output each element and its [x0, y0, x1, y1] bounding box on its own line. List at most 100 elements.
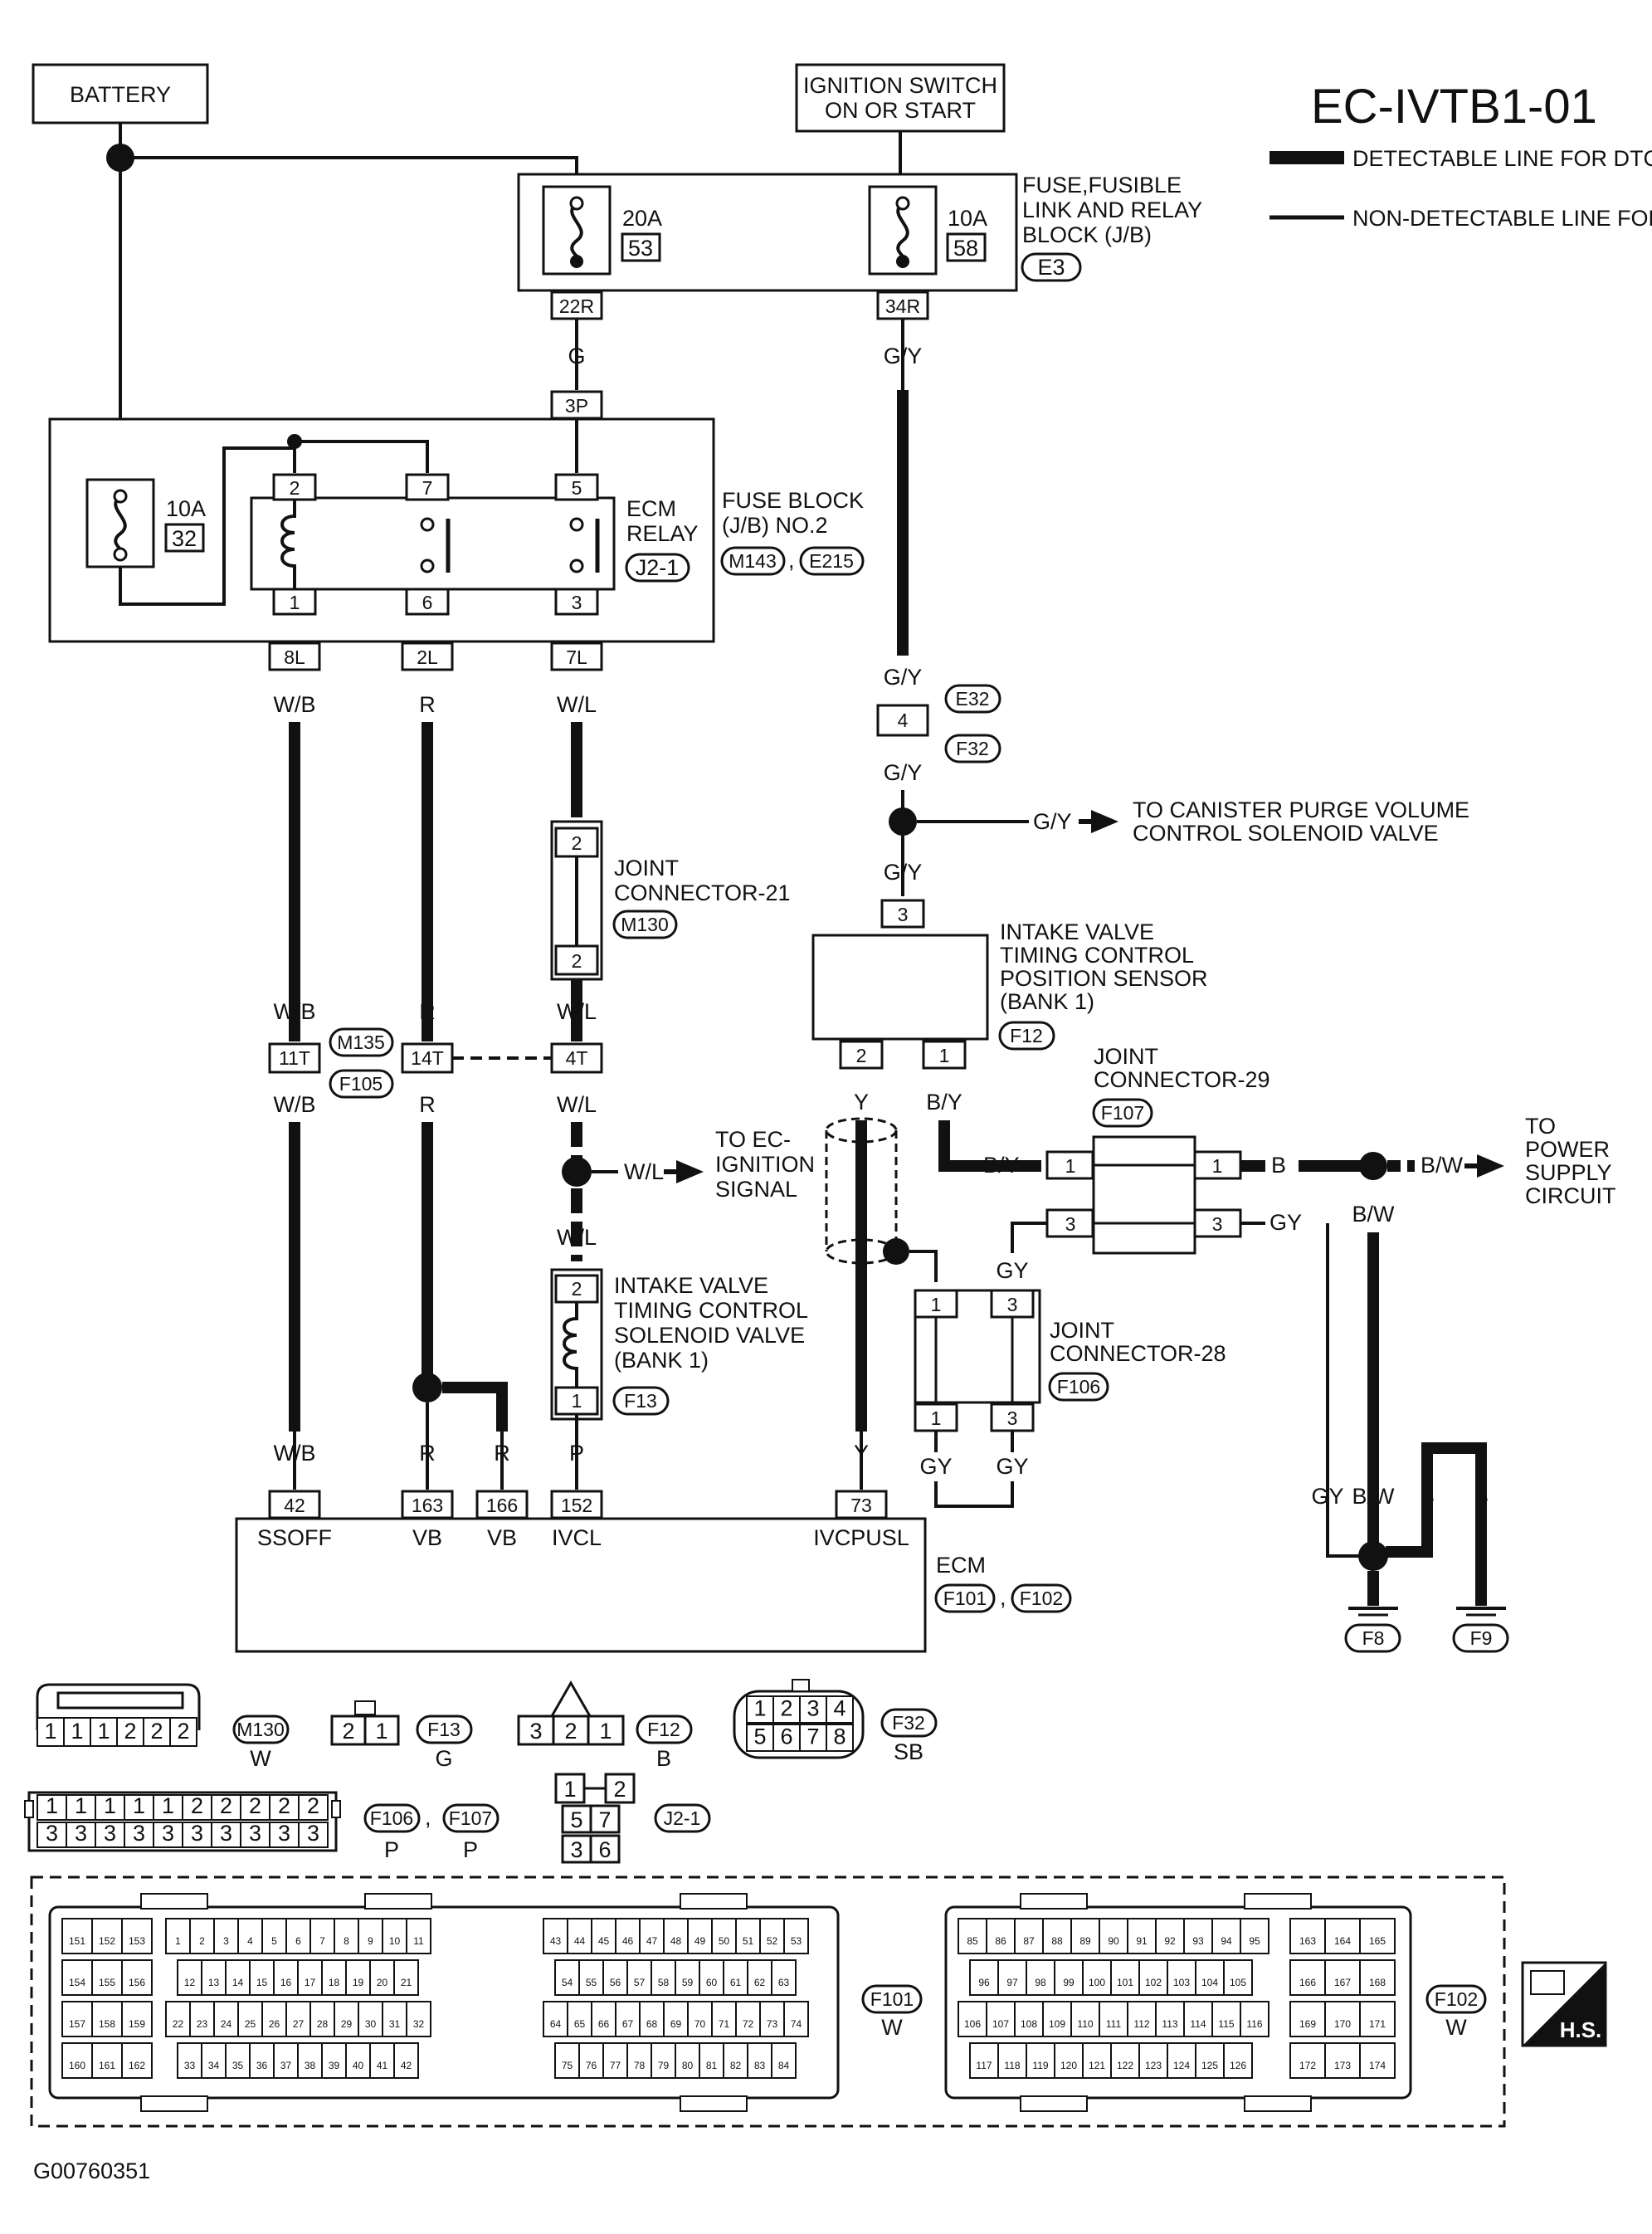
svg-text:GY: GY [1311, 1484, 1343, 1509]
joint28-connector: F106 [1057, 1376, 1100, 1397]
pin-number: 121 [1089, 2060, 1105, 2071]
f106-face-id: F106 [370, 1807, 413, 1829]
pin-number: 81 [706, 2060, 718, 2071]
f101-face-id: F101 [870, 1988, 914, 2010]
pin-number: 5 [271, 1935, 277, 1947]
pin-number: 88 [1051, 1935, 1063, 1947]
f32-connector: F32 [956, 738, 989, 759]
pin-cell [321, 2042, 347, 2079]
m135-conn-b: F105 [339, 1073, 383, 1095]
power-supply-splice [1359, 1152, 1387, 1180]
ivtc-sensor-label-2: TIMING CONTROL [1000, 943, 1194, 968]
pin-number: 79 [658, 2060, 670, 2071]
pin-number: 73 [767, 2018, 778, 2030]
pin-number: 16 [280, 1977, 292, 1988]
ivtc-solenoid-label-3: SOLENOID VALVE [614, 1323, 805, 1348]
pin-cell [189, 2001, 215, 2037]
pin-number: 82 [730, 2060, 742, 2071]
pin-number: 2 [191, 1793, 203, 1818]
pin-cell [1026, 2042, 1055, 2079]
svg-text:1: 1 [939, 1045, 950, 1066]
pin-number: 37 [280, 2060, 292, 2071]
pin-number: 43 [550, 1935, 562, 1947]
pin-number: 71 [719, 2018, 730, 2030]
pin-number: 104 [1201, 1977, 1218, 1988]
pin-number: 50 [719, 1935, 730, 1947]
ivtc-sensor-body [811, 934, 989, 1041]
pin-number: 3 [278, 1821, 290, 1846]
ivtc-solenoid-label-2: TIMING CONTROL [614, 1298, 808, 1323]
svg-text:B/W: B/W [1421, 1153, 1464, 1178]
svg-text:Y: Y [854, 1441, 869, 1466]
pin-cell [663, 2001, 689, 2037]
pin-number: 124 [1173, 2060, 1190, 2071]
pin-cell [1127, 1918, 1157, 1954]
pin-number: 67 [622, 2018, 634, 2030]
ecm-relay-label-2: RELAY [626, 521, 699, 546]
pin-number: 4 [247, 1935, 253, 1947]
pin-number: 2 [249, 1793, 261, 1818]
pin-number: 4 [833, 1696, 845, 1721]
pin-cell [687, 1918, 713, 1954]
ivtc-solenoid-label-4: (BANK 1) [614, 1348, 709, 1373]
pin-number: 107 [992, 2018, 1009, 2030]
joint21-label-1: JOINT [614, 856, 679, 880]
pin-number: 172 [1299, 2060, 1316, 2071]
pin-cell [91, 2042, 123, 2079]
f13-face-id: F13 [427, 1719, 461, 1740]
ignition-label-2: ON OR START [825, 98, 976, 123]
pin-cell [747, 2042, 772, 2079]
ecm-terminal-73: 73 [850, 1495, 872, 1516]
pin-number: 59 [682, 1977, 694, 1988]
svg-text:B/Y: B/Y [983, 1153, 1020, 1178]
pin-cell [675, 1959, 700, 1996]
ecm-body [235, 1517, 927, 1653]
f102-face-id: F102 [1435, 1988, 1478, 2010]
battery-label: BATTERY [70, 82, 171, 107]
pin-number: 122 [1117, 2060, 1133, 2071]
ecm-conn-b: F102 [1020, 1588, 1063, 1609]
pin-cell [90, 1717, 118, 1747]
pin-number: 1 [71, 1719, 83, 1744]
pin-number: 3 [133, 1821, 145, 1846]
pin-cell [225, 1959, 251, 1996]
svg-text:3: 3 [1007, 1294, 1018, 1315]
fuse-block-e3-label-2: LINK AND RELAY [1022, 198, 1202, 222]
svg-text:G: G [435, 1746, 452, 1771]
ecm-terminal-42: 42 [284, 1495, 305, 1516]
pin-cell [723, 2042, 748, 2079]
svg-text:6: 6 [422, 592, 433, 613]
svg-text:,: , [788, 548, 795, 573]
pin-number: 108 [1021, 2018, 1037, 2030]
pin-number: 17 [305, 1977, 316, 1988]
svg-text:R: R [419, 1441, 436, 1466]
pin-number: 113 [1162, 2018, 1177, 2030]
pin-number: 2 [177, 1719, 189, 1744]
pin-number: 25 [245, 2018, 256, 2030]
pin-number: 1 [133, 1793, 145, 1818]
pin-number: 20 [377, 1977, 388, 1988]
pin-number: 2 [220, 1793, 232, 1818]
power-supply-label-3: SUPPLY [1525, 1160, 1612, 1185]
pin-cell [1223, 1959, 1253, 1996]
pin-number: 84 [778, 2060, 790, 2071]
pin-number: 95 [1249, 1935, 1260, 1947]
svg-text:W: W [1445, 2015, 1467, 2040]
svg-text:VB: VB [487, 1525, 517, 1550]
pin-number: 83 [754, 2060, 766, 2071]
ivtc-solenoid-label-1: INTAKE VALVE [614, 1273, 768, 1298]
pin-number: 86 [995, 1935, 1006, 1947]
pin-cell [826, 1695, 854, 1724]
svg-text:1: 1 [1212, 1155, 1223, 1177]
svg-text:1: 1 [290, 592, 300, 613]
relay-coil-icon [280, 500, 296, 589]
pin-number: 68 [646, 2018, 658, 2030]
pin-cell [1223, 2042, 1253, 2079]
pin-number: 3 [75, 1821, 87, 1846]
pin-number: 157 [69, 2018, 85, 2030]
pin-number: 171 [1369, 2018, 1386, 2030]
pin-cell [1240, 2001, 1269, 2037]
pin-number: 160 [69, 2060, 85, 2071]
pin-number: 31 [389, 2018, 401, 2030]
pin-cell [116, 1717, 144, 1747]
